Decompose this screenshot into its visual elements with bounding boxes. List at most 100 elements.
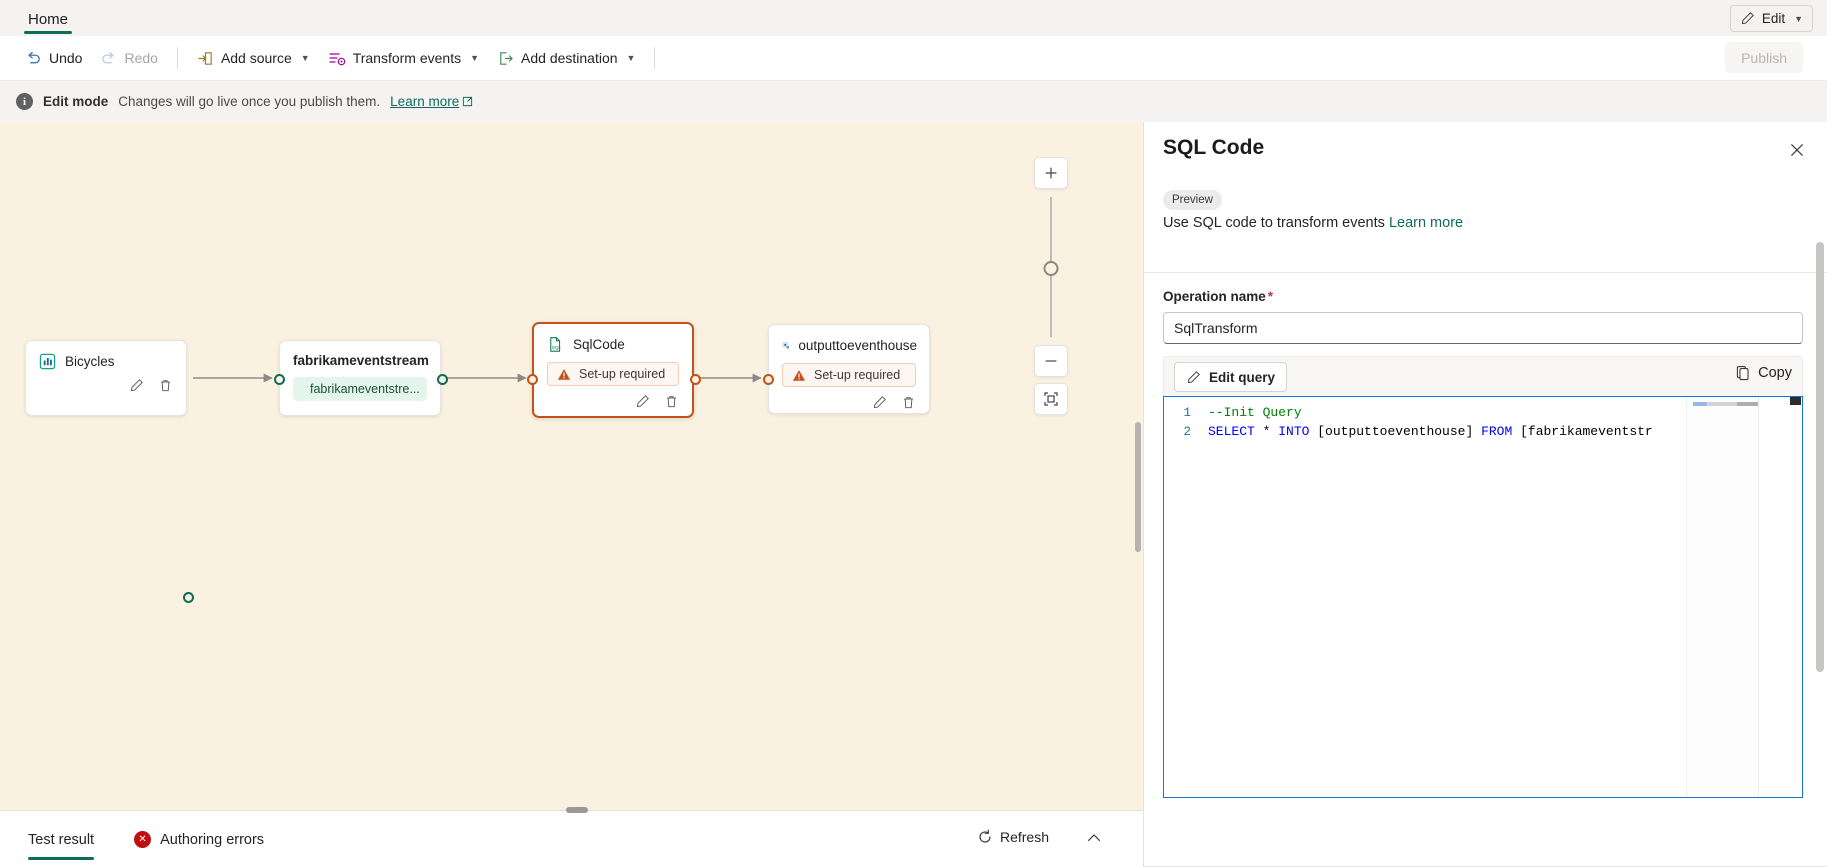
close-icon (1790, 143, 1804, 157)
transform-events-label: Transform events (352, 50, 462, 66)
code-token: * (1254, 424, 1279, 439)
canvas-edges (193, 373, 762, 383)
edit-icon[interactable] (635, 394, 650, 409)
publish-button[interactable]: Publish (1725, 42, 1803, 73)
svg-text:SQL: SQL (552, 345, 562, 351)
toolbar-divider-1 (176, 47, 178, 69)
sql-code-editor[interactable]: 1 --Init Query 2 SELECT * INTO [outputto… (1163, 396, 1803, 798)
node-input-port-fabrikameventstream[interactable] (274, 374, 285, 385)
node-label-fabrikameventstream: fabrikameventstream (293, 353, 429, 368)
ribbon-tab-bar: Home Edit ▼ (0, 0, 1827, 36)
canvas-node-outputtoeventhouse[interactable]: outputtoeventhouse Set-up required (763, 324, 930, 414)
eventhouse-icon (782, 342, 790, 349)
canvas-vertical-scrollbar[interactable] (1135, 422, 1141, 552)
tab-test-result[interactable]: Test result (28, 820, 95, 860)
chevron-down-icon: ▼ (1794, 13, 1803, 24)
fit-to-screen-button[interactable] (1034, 383, 1068, 415)
copy-icon (1736, 366, 1749, 381)
edit-mode-label: Edit (1761, 11, 1786, 26)
node-label-bicycles: Bicycles (65, 354, 115, 369)
edit-mode-infobar: i Edit mode Changes will go live once yo… (0, 80, 1827, 122)
node-label-sqlcode: SqlCode (573, 337, 625, 352)
add-source-icon (198, 51, 212, 65)
delete-icon[interactable] (901, 395, 916, 410)
panel-close-button[interactable] (1789, 142, 1805, 163)
code-minimap[interactable] (1686, 397, 1772, 797)
node-input-port-sqlcode[interactable] (527, 374, 538, 385)
add-source-button[interactable]: Add source ▼ (188, 43, 319, 73)
node-actions-sqlcode (534, 386, 692, 418)
node-pill-setup-required[interactable]: Set-up required (547, 362, 679, 386)
edit-query-button[interactable]: Edit query (1174, 362, 1288, 392)
add-destination-button[interactable]: Add destination ▼ (488, 43, 644, 73)
panel-scrollbar[interactable] (1816, 122, 1824, 867)
warning-icon (792, 369, 806, 381)
edit-icon[interactable] (872, 395, 887, 410)
zoom-in-button[interactable] (1034, 157, 1068, 189)
node-pill-label: fabrikameventstre... (310, 382, 420, 396)
redo-button[interactable]: Redo (91, 43, 166, 73)
canvas-node-fabrikameventstream[interactable]: fabrikameventstream fabrikameventstre... (274, 340, 448, 416)
chevron-up-icon (1087, 834, 1101, 842)
node-output-port-sqlcode[interactable] (690, 374, 701, 385)
node-title-row: Bicycles (26, 341, 186, 370)
canvas-node-bicycles[interactable]: Bicycles (25, 340, 194, 603)
delete-icon[interactable] (158, 378, 173, 393)
node-pill-label: Set-up required (814, 368, 901, 382)
code-vertical-scrollbar[interactable] (1789, 397, 1802, 797)
copy-button[interactable]: Copy (1735, 365, 1792, 381)
external-link-icon (463, 96, 473, 107)
pencil-icon (1741, 12, 1754, 25)
eventstream-canvas[interactable]: Bicycles fabrikameventstream fab (0, 122, 1143, 810)
edit-icon[interactable] (129, 378, 144, 393)
required-asterisk: * (1267, 289, 1274, 304)
drawer-collapse-button[interactable] (1085, 829, 1103, 850)
operation-name-label-text: Operation name (1163, 289, 1266, 304)
refresh-button[interactable]: Refresh (977, 829, 1049, 845)
minimap-slider[interactable] (1758, 397, 1772, 797)
drawer-tab-bar: Test result ✕ Authoring errors (0, 811, 1143, 867)
edit-mode-button[interactable]: Edit ▼ (1729, 5, 1813, 32)
zoom-slider[interactable] (1034, 197, 1068, 337)
drawer-resize-handle[interactable] (566, 807, 588, 813)
line-number: 1 (1183, 405, 1191, 420)
tab-authoring-errors[interactable]: ✕ Authoring errors (134, 820, 264, 860)
chevron-down-icon: ▼ (300, 53, 310, 63)
code-token: FROM (1481, 424, 1513, 439)
panel-learn-more-link[interactable]: Learn more (1389, 215, 1463, 231)
add-source-label: Add source (220, 50, 292, 66)
node-pill-setup-required[interactable]: Set-up required (782, 363, 916, 387)
panel-scroll-thumb[interactable] (1816, 242, 1824, 672)
code-token: [outputtoeventhouse] (1309, 424, 1482, 439)
undo-button[interactable]: Undo (16, 43, 91, 73)
infobar-learn-more-label: Learn more (390, 94, 460, 109)
operation-name-label: Operation name* (1163, 289, 1273, 304)
infobar-learn-more-link[interactable]: Learn more (390, 94, 473, 109)
code-lines: 1 --Init Query 2 SELECT * INTO [outputto… (1164, 397, 1802, 441)
warning-icon (557, 368, 571, 380)
node-title-row: fabrikameventstream (280, 341, 440, 368)
add-destination-label: Add destination (521, 50, 618, 66)
canvas-node-sqlcode[interactable]: SQL SqlCode Set-up required (527, 322, 701, 418)
transform-events-button[interactable]: Transform events ▼ (319, 43, 488, 73)
redo-icon (102, 51, 115, 63)
code-token: SELECT (1208, 424, 1255, 439)
operation-name-input[interactable] (1163, 312, 1803, 344)
node-output-port-fabrikameventstream[interactable] (437, 374, 448, 385)
zoom-out-button[interactable] (1034, 345, 1068, 377)
zoom-slider-thumb[interactable] (1043, 261, 1059, 276)
node-input-port-outputtoeventhouse[interactable] (763, 374, 774, 385)
infobar-title: Edit mode (43, 94, 109, 109)
minimap-content (1693, 402, 1765, 406)
canvas-zoom-controls (1034, 157, 1068, 415)
preview-badge: Preview (1163, 190, 1222, 210)
delete-icon[interactable] (664, 394, 679, 409)
infobar-message: Changes will go live once you publish th… (118, 94, 381, 109)
panel-divider (1144, 272, 1827, 273)
tab-home-label: Home (28, 11, 69, 28)
code-scroll-thumb[interactable] (1790, 397, 1801, 405)
refresh-icon (979, 829, 991, 843)
add-destination-icon (500, 51, 513, 65)
node-output-port-bicycles[interactable] (183, 592, 194, 603)
tab-home[interactable]: Home (22, 7, 74, 36)
